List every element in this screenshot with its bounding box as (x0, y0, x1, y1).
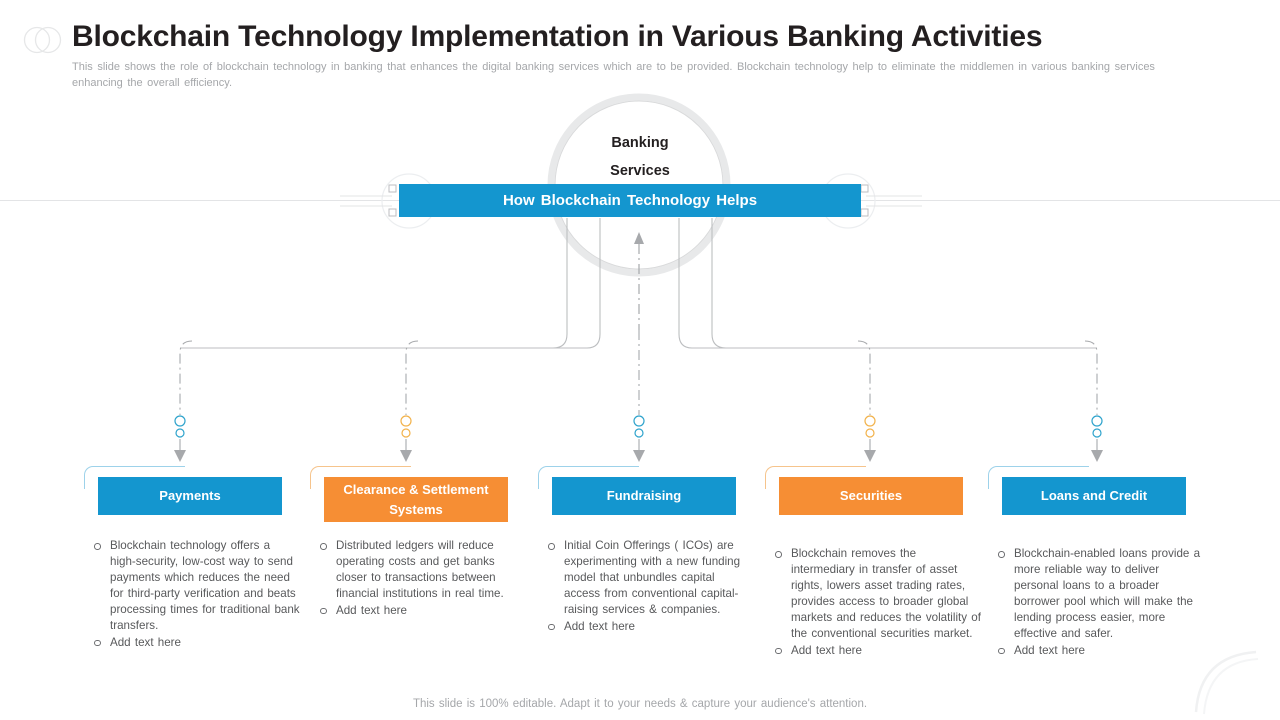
banner-label: How Blockchain Technology Helps (502, 192, 758, 209)
column-title[interactable]: Fundraising (552, 477, 736, 515)
list-item: Distributed ledgers will reduce operatin… (312, 538, 526, 602)
column-loans-and-credit: Loans and Credit Blockchain-enabled loan… (988, 466, 1200, 657)
page-title: Blockchain Technology Implementation in … (72, 20, 1043, 53)
list-item: Blockchain removes the intermediary in t… (767, 546, 981, 642)
bracket-decoration (310, 466, 411, 489)
bracket-decoration (765, 466, 866, 489)
bullet-list: Blockchain-enabled loans provide a more … (990, 546, 1204, 660)
bracket-decoration (988, 466, 1089, 489)
bullet-list: Blockchain removes the intermediary in t… (767, 546, 981, 660)
list-item: Blockchain-enabled loans provide a more … (990, 546, 1204, 642)
column-fundraising: Fundraising Initial Coin Offerings ( ICO… (538, 466, 742, 633)
bullet-list: Distributed ledgers will reduce operatin… (312, 538, 526, 620)
list-item: Initial Coin Offerings ( ICOs) are exper… (540, 538, 754, 618)
column-title[interactable]: Clearance & Settlement Systems (324, 477, 508, 522)
column-header-wrap: Payments (84, 466, 288, 521)
bracket-decoration (538, 466, 639, 489)
bracket-decoration (84, 466, 185, 489)
column-title[interactable]: Securities (779, 477, 963, 515)
bullet-list: Initial Coin Offerings ( ICOs) are exper… (540, 538, 754, 636)
page-subtitle: This slide shows the role of blockchain … (72, 61, 1155, 89)
column-securities: Securities Blockchain removes the interm… (765, 466, 981, 657)
column-header-wrap: Loans and Credit (988, 466, 1192, 521)
column-clearance-settlement-systems: Clearance & Settlement Systems Distribut… (310, 466, 514, 617)
logo-icon (23, 26, 62, 54)
list-item: Blockchain technology offers a high-secu… (86, 538, 300, 634)
list-item: Add text here (540, 619, 754, 635)
hub-label-line2: Services (610, 162, 670, 179)
list-item: Add text here (86, 635, 300, 651)
column-header-wrap: Fundraising (538, 466, 742, 521)
column-header-wrap: Clearance & Settlement Systems (310, 466, 514, 522)
list-item: Add text here (312, 603, 526, 619)
column-title[interactable]: Loans and Credit (1002, 477, 1186, 515)
hub-label-line1: Banking (611, 135, 669, 151)
how-blockchain-helps-banner: How Blockchain Technology Helps (399, 184, 861, 217)
column-title[interactable]: Payments (98, 477, 282, 515)
bullet-list: Blockchain technology offers a high-secu… (86, 538, 300, 652)
footer-note: This slide is 100% editable. Adapt it to… (412, 698, 868, 710)
list-item: Add text here (990, 643, 1204, 659)
hub-label: Banking Services (560, 130, 720, 185)
list-item: Add text here (767, 643, 981, 659)
column-header-wrap: Securities (765, 466, 969, 521)
column-payments: Payments Blockchain technology offers a … (84, 466, 300, 649)
